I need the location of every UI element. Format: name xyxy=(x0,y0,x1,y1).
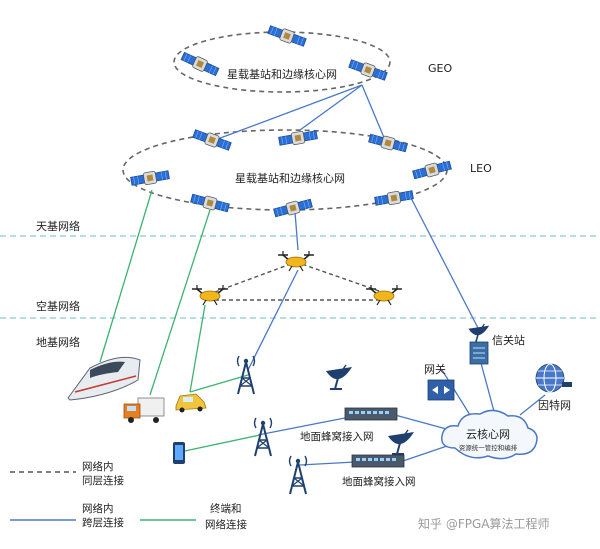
drone-3 xyxy=(365,284,403,306)
geo-satellite-2 xyxy=(179,50,221,78)
cellular-access-label-2: 地面蜂窝接入网 xyxy=(342,475,416,488)
space-layer-label: 天基网络 xyxy=(36,219,80,233)
watermark-text: 知乎 @FPGA算法工程师 xyxy=(418,516,549,531)
satellite-dish-icon-2 xyxy=(387,429,415,455)
internet-globe-icon xyxy=(535,363,572,393)
drone-1 xyxy=(277,250,315,272)
geo-satellite-3 xyxy=(347,57,389,83)
ground-layer-label: 地基网络 xyxy=(36,335,80,349)
smartphone-icon xyxy=(173,442,185,464)
air-same-layer-links xyxy=(214,261,383,301)
cellular-access-switch-2 xyxy=(351,454,405,468)
internet-label: 因特网 xyxy=(538,398,571,412)
high-speed-train-icon xyxy=(67,356,141,401)
legend: 网络内 同层连接 网络内 跨层连接 终端和 网络连接 xyxy=(10,460,247,531)
leo-satellite-7 xyxy=(272,196,314,220)
legend-cross-layer-label-1: 网络内 xyxy=(82,502,114,515)
cellular-access-switch-1 xyxy=(344,407,398,421)
leo-ring-label: 星载基站和边缘核心网 xyxy=(235,171,345,185)
cell-tower-icon-3 xyxy=(288,455,308,495)
truck-icon xyxy=(123,397,165,423)
leo-satellite-1 xyxy=(191,127,233,153)
leo-satellite-5 xyxy=(411,158,453,182)
legend-terminal-label-1: 终端和 xyxy=(210,502,242,515)
legend-cross-layer-label-2: 跨层连接 xyxy=(82,516,124,529)
gateway-label: 网关 xyxy=(424,362,446,376)
cell-tower-icon-2 xyxy=(253,417,273,457)
cloud-core-sub-label: 资源统一管控和编排 xyxy=(459,443,518,452)
leo-satellite-2 xyxy=(277,128,319,148)
leo-label: LEO xyxy=(470,162,492,175)
gateway-station-server-icon xyxy=(469,341,489,365)
cloud-core-shape xyxy=(441,409,538,460)
legend-same-layer-label-2: 同层连接 xyxy=(82,474,124,487)
cellular-access-label-1: 地面蜂窝接入网 xyxy=(300,430,374,443)
legend-same-layer-label-1: 网络内 xyxy=(82,460,114,473)
geo-satellite-1 xyxy=(266,23,308,49)
leo-satellite-4 xyxy=(129,168,171,188)
leo-satellite-3 xyxy=(367,131,409,155)
drone-2 xyxy=(191,284,229,306)
legend-terminal-label-2: 网络连接 xyxy=(205,518,247,531)
air-layer-label: 空基网络 xyxy=(36,299,80,313)
leo-satellite-8 xyxy=(373,188,415,208)
gateway-station-label: 信关站 xyxy=(492,333,525,347)
cross-layer-links xyxy=(214,84,546,466)
gateway-station-dish-icon xyxy=(467,323,491,345)
car-icon xyxy=(175,393,207,413)
cloud-core-label: 云核心网 xyxy=(466,427,510,441)
geo-label: GEO xyxy=(428,62,452,75)
terminal-links xyxy=(99,189,261,453)
geo-ring-label: 星载基站和边缘核心网 xyxy=(227,67,337,81)
satellite-dish-icon-1 xyxy=(325,364,353,390)
gateway-icon xyxy=(427,379,455,401)
